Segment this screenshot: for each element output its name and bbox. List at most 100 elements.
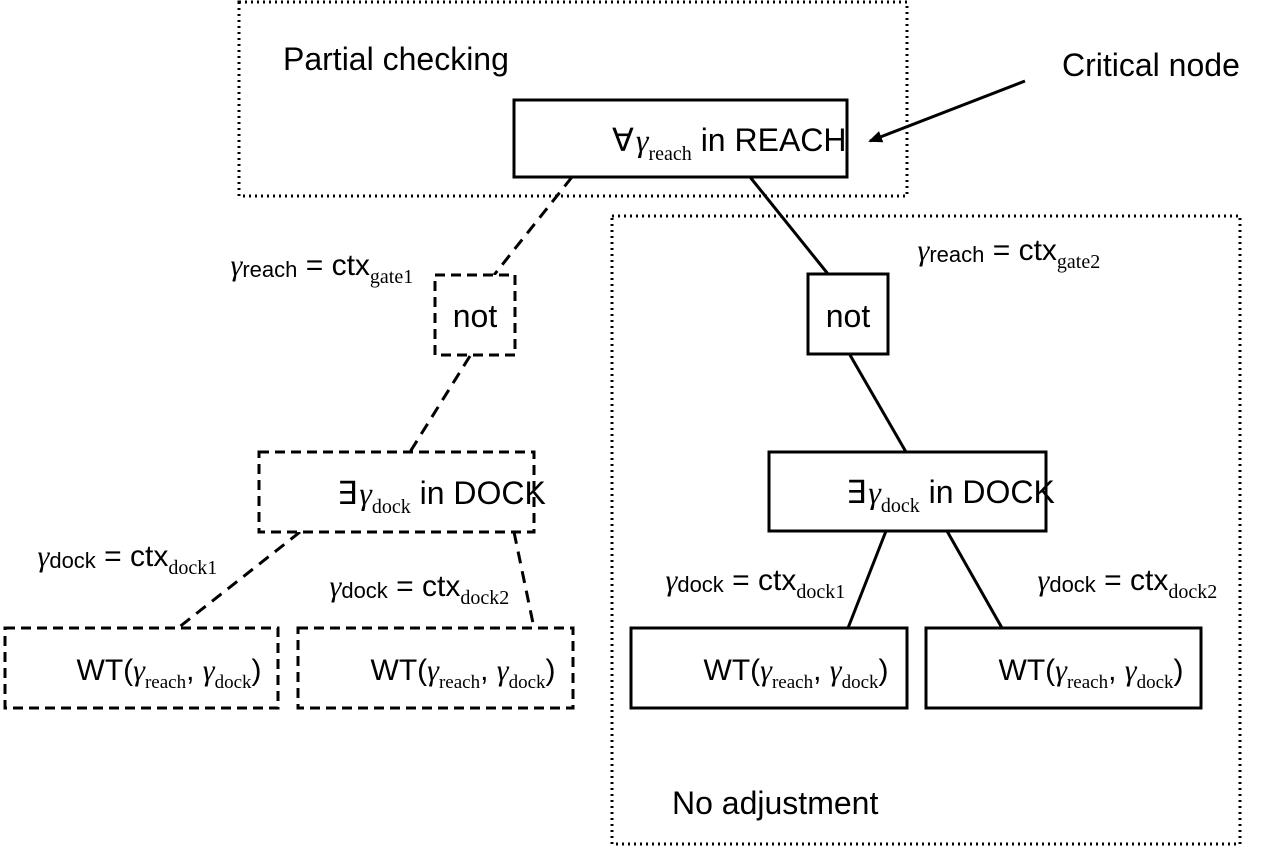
edge-label-right-dock1: γdock = ctxdock1 xyxy=(628,564,868,605)
no-adjustment-label: No adjustment xyxy=(672,785,878,821)
edge-label-sub: dock xyxy=(1049,572,1096,597)
edge-label-eq: = ctx xyxy=(1096,564,1169,597)
edge-label-eq: = ctx xyxy=(388,570,461,603)
wt-sep: , xyxy=(186,654,203,687)
node-not-right: not xyxy=(806,272,890,356)
edge-not-left-exists-left xyxy=(408,355,472,453)
edge-label-sub: reach xyxy=(929,242,984,267)
edge-exists-right-wt3 xyxy=(846,530,888,629)
node-exists-dock-right: ∃γdock in DOCK xyxy=(767,450,1095,533)
gamma-symbol: γ xyxy=(666,564,679,597)
wt-prefix: WT( xyxy=(704,654,761,687)
edge-label-sub: dock xyxy=(341,578,388,603)
wt-sub2: dock xyxy=(509,672,546,693)
node-wt-2: WT(γreach, γdock) xyxy=(296,626,593,710)
gamma-symbol: γ xyxy=(38,540,51,573)
node-not-left-label: not xyxy=(453,298,498,334)
edge-label-ctx-sub: dock2 xyxy=(1168,581,1217,603)
edge-root-not-right xyxy=(748,176,830,275)
node-forall-reach: ∀γreach in REACH xyxy=(512,98,887,179)
wt-suffix: ) xyxy=(879,654,889,687)
edge-label-ctx-sub: dock1 xyxy=(796,581,845,603)
edge-not-right-exists-right xyxy=(848,354,908,453)
node-exists-right-text: in DOCK xyxy=(920,474,1055,510)
gamma-symbol: γ xyxy=(1038,564,1051,597)
node-exists-right-sub: dock xyxy=(881,495,920,517)
edge-label-sub: dock xyxy=(49,548,96,573)
wt-prefix: WT( xyxy=(77,654,134,687)
edge-label-eq: = ctx xyxy=(724,564,797,597)
node-exists-dock-left: ∃γdock in DOCK xyxy=(257,450,586,534)
gamma-symbol: γ xyxy=(497,654,510,687)
wt-sub2: dock xyxy=(1137,672,1174,693)
gamma-symbol: γ xyxy=(427,654,440,687)
node-exists-left-sub: dock xyxy=(372,496,411,518)
node-wt-1: WT(γreach, γdock) xyxy=(3,626,299,710)
node-not-right-label: not xyxy=(826,298,871,334)
wt-sub2: dock xyxy=(842,672,879,693)
edge-label-ctx-sub: dock1 xyxy=(168,557,217,579)
node-not-left: not xyxy=(433,273,517,357)
svg-text:∃γdock in DOCK: ∃γdock in DOCK xyxy=(790,473,1095,517)
gamma-symbol: γ xyxy=(1125,654,1138,687)
svg-text:WT(γreach, γdock): WT(γreach, γdock) xyxy=(24,654,299,693)
partial-checking-label: Partial checking xyxy=(283,41,509,77)
edge-label-reach-gate1: γreach = ctxgate1 xyxy=(193,249,436,290)
gamma-symbol: γ xyxy=(330,570,343,603)
edge-label-reach-gate2: γreach = ctxgate2 xyxy=(880,234,1123,275)
node-wt-4: WT(γreach, γdock) xyxy=(924,626,1221,710)
gamma-symbol: γ xyxy=(1055,654,1068,687)
edge-exists-left-wt1 xyxy=(177,530,301,630)
svg-text:WT(γreach, γdock): WT(γreach, γdock) xyxy=(318,654,593,693)
edge-label-eq: = ctx xyxy=(297,249,370,282)
wt-sub1: reach xyxy=(1067,672,1109,693)
wt-sep: , xyxy=(480,654,497,687)
edge-label-right-dock2: γdock = ctxdock2 xyxy=(1000,564,1240,605)
gamma-symbol: γ xyxy=(133,654,146,687)
partial-checking-region xyxy=(237,0,909,198)
gamma-symbol: γ xyxy=(231,249,244,282)
forall-symbol: ∀ xyxy=(612,121,634,159)
svg-text:∀γreach in REACH: ∀γreach in REACH xyxy=(556,121,887,165)
wt-sub1: reach xyxy=(772,672,814,693)
wt-suffix: ) xyxy=(252,654,262,687)
edge-label-ctx-sub: gate2 xyxy=(1057,251,1100,273)
edge-exists-right-wt4 xyxy=(945,530,1004,629)
edge-label-left-dock1: γdock = ctxdock1 xyxy=(0,540,240,581)
wt-sep: , xyxy=(813,654,830,687)
wt-prefix: WT( xyxy=(999,654,1056,687)
gamma-symbol: γ xyxy=(868,474,882,510)
critical-node-arrow xyxy=(868,79,1026,143)
edge-label-sub: reach xyxy=(242,257,297,282)
edge-exists-left-wt2 xyxy=(512,531,536,629)
node-root-text: in REACH xyxy=(692,122,847,158)
gamma-symbol: γ xyxy=(918,234,931,267)
wt-prefix: WT( xyxy=(371,654,428,687)
wt-sep: , xyxy=(1108,654,1125,687)
edge-label-ctx-sub: dock2 xyxy=(460,587,509,609)
svg-text:WT(γreach, γdock): WT(γreach, γdock) xyxy=(946,654,1221,693)
wt-suffix: ) xyxy=(546,654,556,687)
no-adjustment-region xyxy=(610,214,1242,846)
exists-symbol: ∃ xyxy=(846,473,866,511)
gamma-symbol: γ xyxy=(203,654,216,687)
svg-text:∃γdock in DOCK: ∃γdock in DOCK xyxy=(281,474,586,518)
edge-label-eq: = ctx xyxy=(96,540,169,573)
wt-sub2: dock xyxy=(215,672,252,693)
gamma-symbol: γ xyxy=(760,654,773,687)
node-wt-3: WT(γreach, γdock) xyxy=(629,626,926,710)
wt-sub1: reach xyxy=(439,672,481,693)
node-exists-left-text: in DOCK xyxy=(411,475,546,511)
exists-symbol: ∃ xyxy=(337,474,357,512)
node-root-sub: reach xyxy=(649,143,692,165)
edge-label-eq: = ctx xyxy=(984,234,1057,267)
edge-label-left-dock2: γdock = ctxdock2 xyxy=(292,570,532,611)
wt-suffix: ) xyxy=(1174,654,1184,687)
gamma-symbol: γ xyxy=(830,654,843,687)
gamma-symbol: γ xyxy=(636,122,650,158)
edge-label-sub: dock xyxy=(677,572,724,597)
svg-text:WT(γreach, γdock): WT(γreach, γdock) xyxy=(651,654,926,693)
critical-node-label: Critical node xyxy=(1062,47,1240,83)
edge-root-not-left xyxy=(492,176,574,276)
